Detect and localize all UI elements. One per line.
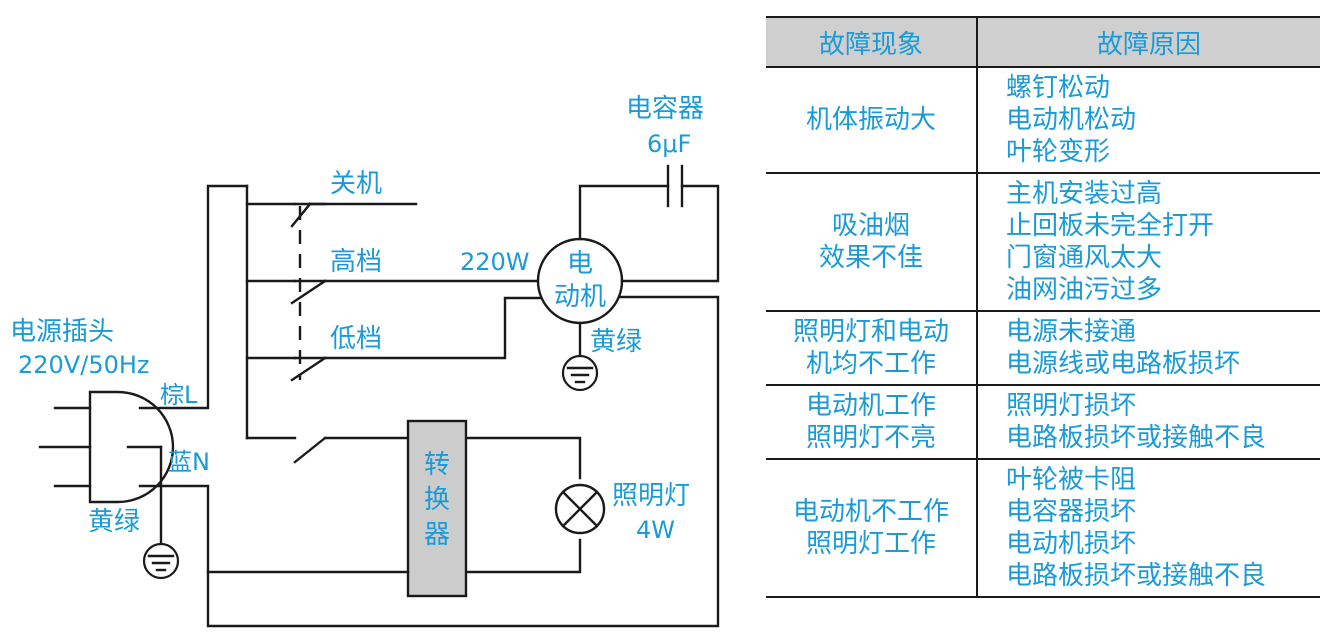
cause-line: 止回板未完全打开: [1006, 211, 1215, 241]
cause-line: 电动机损坏: [1006, 529, 1137, 559]
switch-low-label: 低档: [330, 324, 382, 354]
cause-line: 电源未接通: [1006, 317, 1137, 347]
cause-line: 电源线或电路板损坏: [1006, 349, 1241, 379]
cause-line: 照明灯损坏: [1006, 391, 1137, 421]
fan-switch: [290, 202, 544, 382]
fault-rows: 机体振动大螺钉松动电动机松动叶轮变形吸油烟效果不佳主机安装过高止回板未完全打开门…: [766, 67, 1320, 598]
motor-label-2: 动机: [554, 282, 606, 312]
symptom-cell: 照明灯和电动机均不工作: [766, 311, 978, 386]
cause-line: 叶轮被卡阻: [1006, 465, 1137, 495]
cause-cell: 螺钉松动电动机松动叶轮变形: [977, 67, 1320, 174]
cause-cell: 电源未接通电源线或电路板损坏: [977, 311, 1320, 386]
converter: 转 换 器: [406, 419, 468, 598]
cause-line: 螺钉松动: [1006, 73, 1111, 103]
lamp-label: 照明灯: [612, 481, 690, 511]
cause-line: 电路板损坏或接触不良: [1006, 423, 1267, 453]
power-spec-label: 220V/50Hz: [18, 351, 150, 379]
symptom-line: 照明灯和电动: [792, 317, 949, 347]
symptom-line: 机均不工作: [805, 349, 936, 379]
ground-icon-motor: [561, 321, 599, 392]
symptom-cell: 电动机工作照明灯不亮: [766, 385, 978, 460]
cause-cell: 主机安装过高止回板未完全打开门窗通风太大油网油污过多: [977, 173, 1320, 312]
cause-cell: 照明灯损坏电路板损坏或接触不良: [977, 385, 1320, 460]
symptom-line: 照明灯不亮: [805, 423, 936, 453]
cause-line: 叶轮变形: [1006, 137, 1111, 167]
symptom-cell: 电动机不工作照明灯工作: [766, 459, 978, 598]
symptom-line: 吸油烟: [831, 211, 910, 241]
switch-high-label: 高档: [330, 247, 382, 277]
plug-ground-label: 黄绿: [88, 507, 140, 537]
symptom-line: 照明灯工作: [805, 529, 936, 559]
symptom-line: 机体振动大: [805, 105, 936, 135]
cause-cell: 叶轮被卡阻电容器损坏电动机损坏电路板损坏或接触不良: [977, 459, 1320, 598]
motor-power-label: 220W: [460, 248, 530, 276]
live-wire: [138, 184, 297, 440]
converter-label-3: 器: [424, 520, 450, 550]
symptom-cell: 机体振动大: [766, 67, 978, 174]
symptom-line: 电动机工作: [805, 391, 936, 421]
fault-table: 故障现象 故障原因 机体振动大螺钉松动电动机松动叶轮变形吸油烟效果不佳主机安装过…: [766, 16, 1320, 598]
cause-line: 电路板损坏或接触不良: [1006, 561, 1267, 591]
cause-line: 油网油污过多: [1006, 275, 1163, 305]
power-plug: [38, 390, 175, 504]
header-cause: 故障原因: [977, 16, 1320, 68]
cause-line: 电容器损坏: [1006, 497, 1137, 527]
capacitor-value: 6μF: [647, 130, 691, 158]
header-symptom: 故障现象: [766, 16, 978, 68]
live-label: 棕L: [160, 381, 198, 409]
symptom-line: 电动机不工作: [792, 497, 949, 527]
symptom-cell: 吸油烟效果不佳: [766, 173, 978, 312]
table-header-row: 故障现象 故障原因: [766, 16, 1320, 68]
neutral-label: 蓝N: [168, 448, 210, 476]
motor: 电 动机: [536, 237, 624, 325]
table-row: 吸油烟效果不佳主机安装过高止回板未完全打开门窗通风太大油网油污过多: [766, 173, 1320, 312]
cause-line: 门窗通风太大: [1006, 243, 1163, 273]
cause-line: 电动机松动: [1006, 105, 1137, 135]
lamp-icon: [554, 483, 606, 535]
cause-line: 主机安装过高: [1006, 179, 1163, 209]
power-plug-label: 电源插头: [10, 317, 114, 347]
capacitor: [578, 164, 720, 283]
table-row: 电动机不工作照明灯工作叶轮被卡阻电容器损坏电动机损坏电路板损坏或接触不良: [766, 459, 1320, 598]
table-row: 电动机工作照明灯不亮照明灯损坏电路板损坏或接触不良: [766, 385, 1320, 460]
lamp-power-label: 4W: [636, 516, 675, 544]
circuit-diagram: 转 换 器 电 动机 电源插头: [10, 94, 720, 628]
capacitor-label: 电容器: [626, 94, 704, 124]
table-row: 照明灯和电动机均不工作电源未接通电源线或电路板损坏: [766, 311, 1320, 386]
motor-ground-label: 黄绿: [590, 327, 642, 357]
symptom-line: 效果不佳: [818, 243, 923, 273]
converter-label-2: 换: [424, 485, 450, 515]
neutral-wire: [138, 295, 720, 628]
table-row: 机体振动大 螺钉松动电动机松动叶轮变形: [766, 67, 1320, 174]
motor-label-1: 电: [567, 249, 593, 279]
converter-label-1: 转: [424, 450, 450, 480]
ground-icon-plug: [126, 445, 180, 580]
switch-off-label: 关机: [330, 169, 382, 199]
